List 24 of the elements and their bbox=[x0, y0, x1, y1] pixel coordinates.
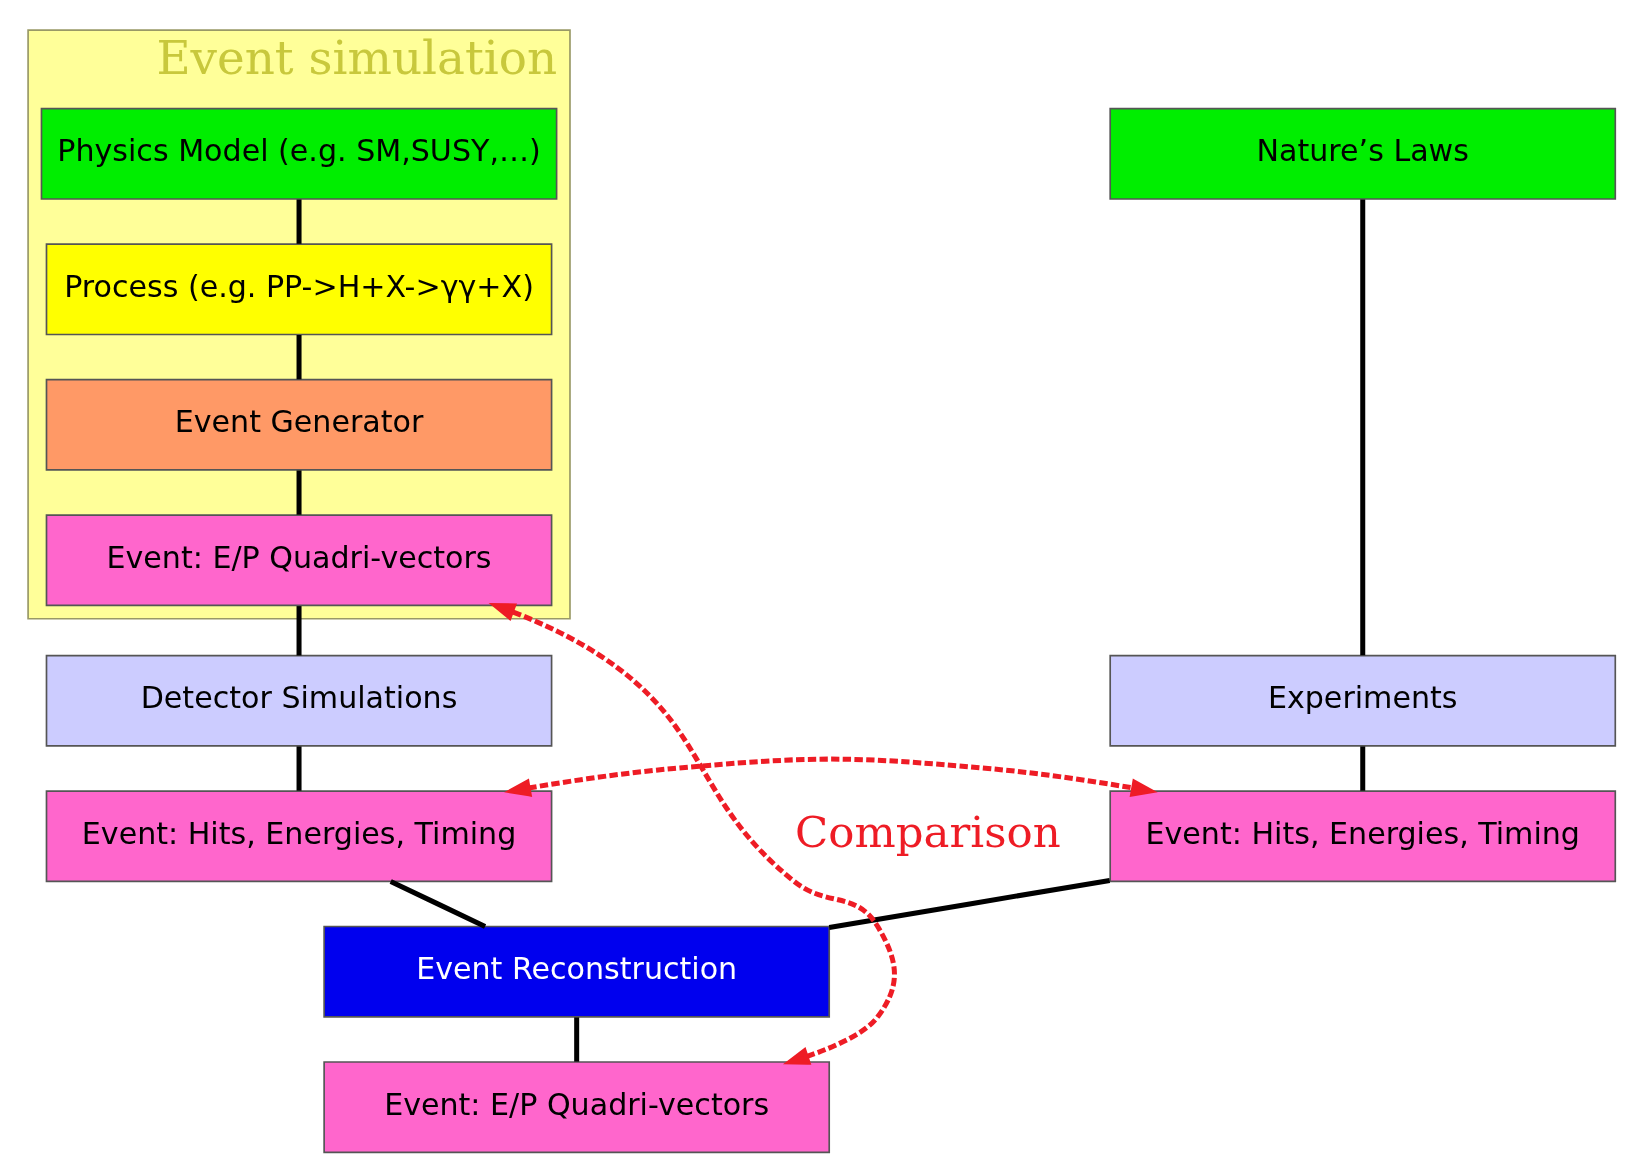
edge-label: Comparison bbox=[795, 806, 1061, 857]
connector bbox=[296, 334, 302, 379]
node-box: Event Generator bbox=[45, 378, 553, 471]
node-box: Event Reconstruction bbox=[323, 925, 831, 1018]
node-box: Event: Hits, Energies, Timing bbox=[45, 789, 553, 882]
connector bbox=[296, 745, 302, 791]
connector bbox=[574, 1016, 580, 1062]
node-box: Detector Simulations bbox=[45, 654, 553, 747]
connector bbox=[296, 605, 302, 655]
connector bbox=[296, 469, 302, 515]
node-box: Process (e.g. PP->H+X->γγ+X) bbox=[45, 242, 553, 335]
arrow bbox=[504, 756, 1158, 797]
node-box: Event: E/P Quadri-vectors bbox=[45, 513, 553, 606]
connector bbox=[389, 878, 487, 929]
node-box: Experiments bbox=[1109, 654, 1617, 747]
arrow bbox=[488, 602, 897, 1065]
connector bbox=[1360, 745, 1366, 791]
node-box: Physics Model (e.g. SM,SUSY,…) bbox=[40, 107, 558, 200]
connector bbox=[1360, 199, 1366, 655]
node-box: Event: E/P Quadri-vectors bbox=[323, 1060, 831, 1153]
connector bbox=[828, 877, 1111, 930]
node-box: Event: Hits, Energies, Timing bbox=[1109, 789, 1617, 882]
connector bbox=[296, 199, 302, 244]
node-box: Nature’s Laws bbox=[1109, 107, 1617, 200]
